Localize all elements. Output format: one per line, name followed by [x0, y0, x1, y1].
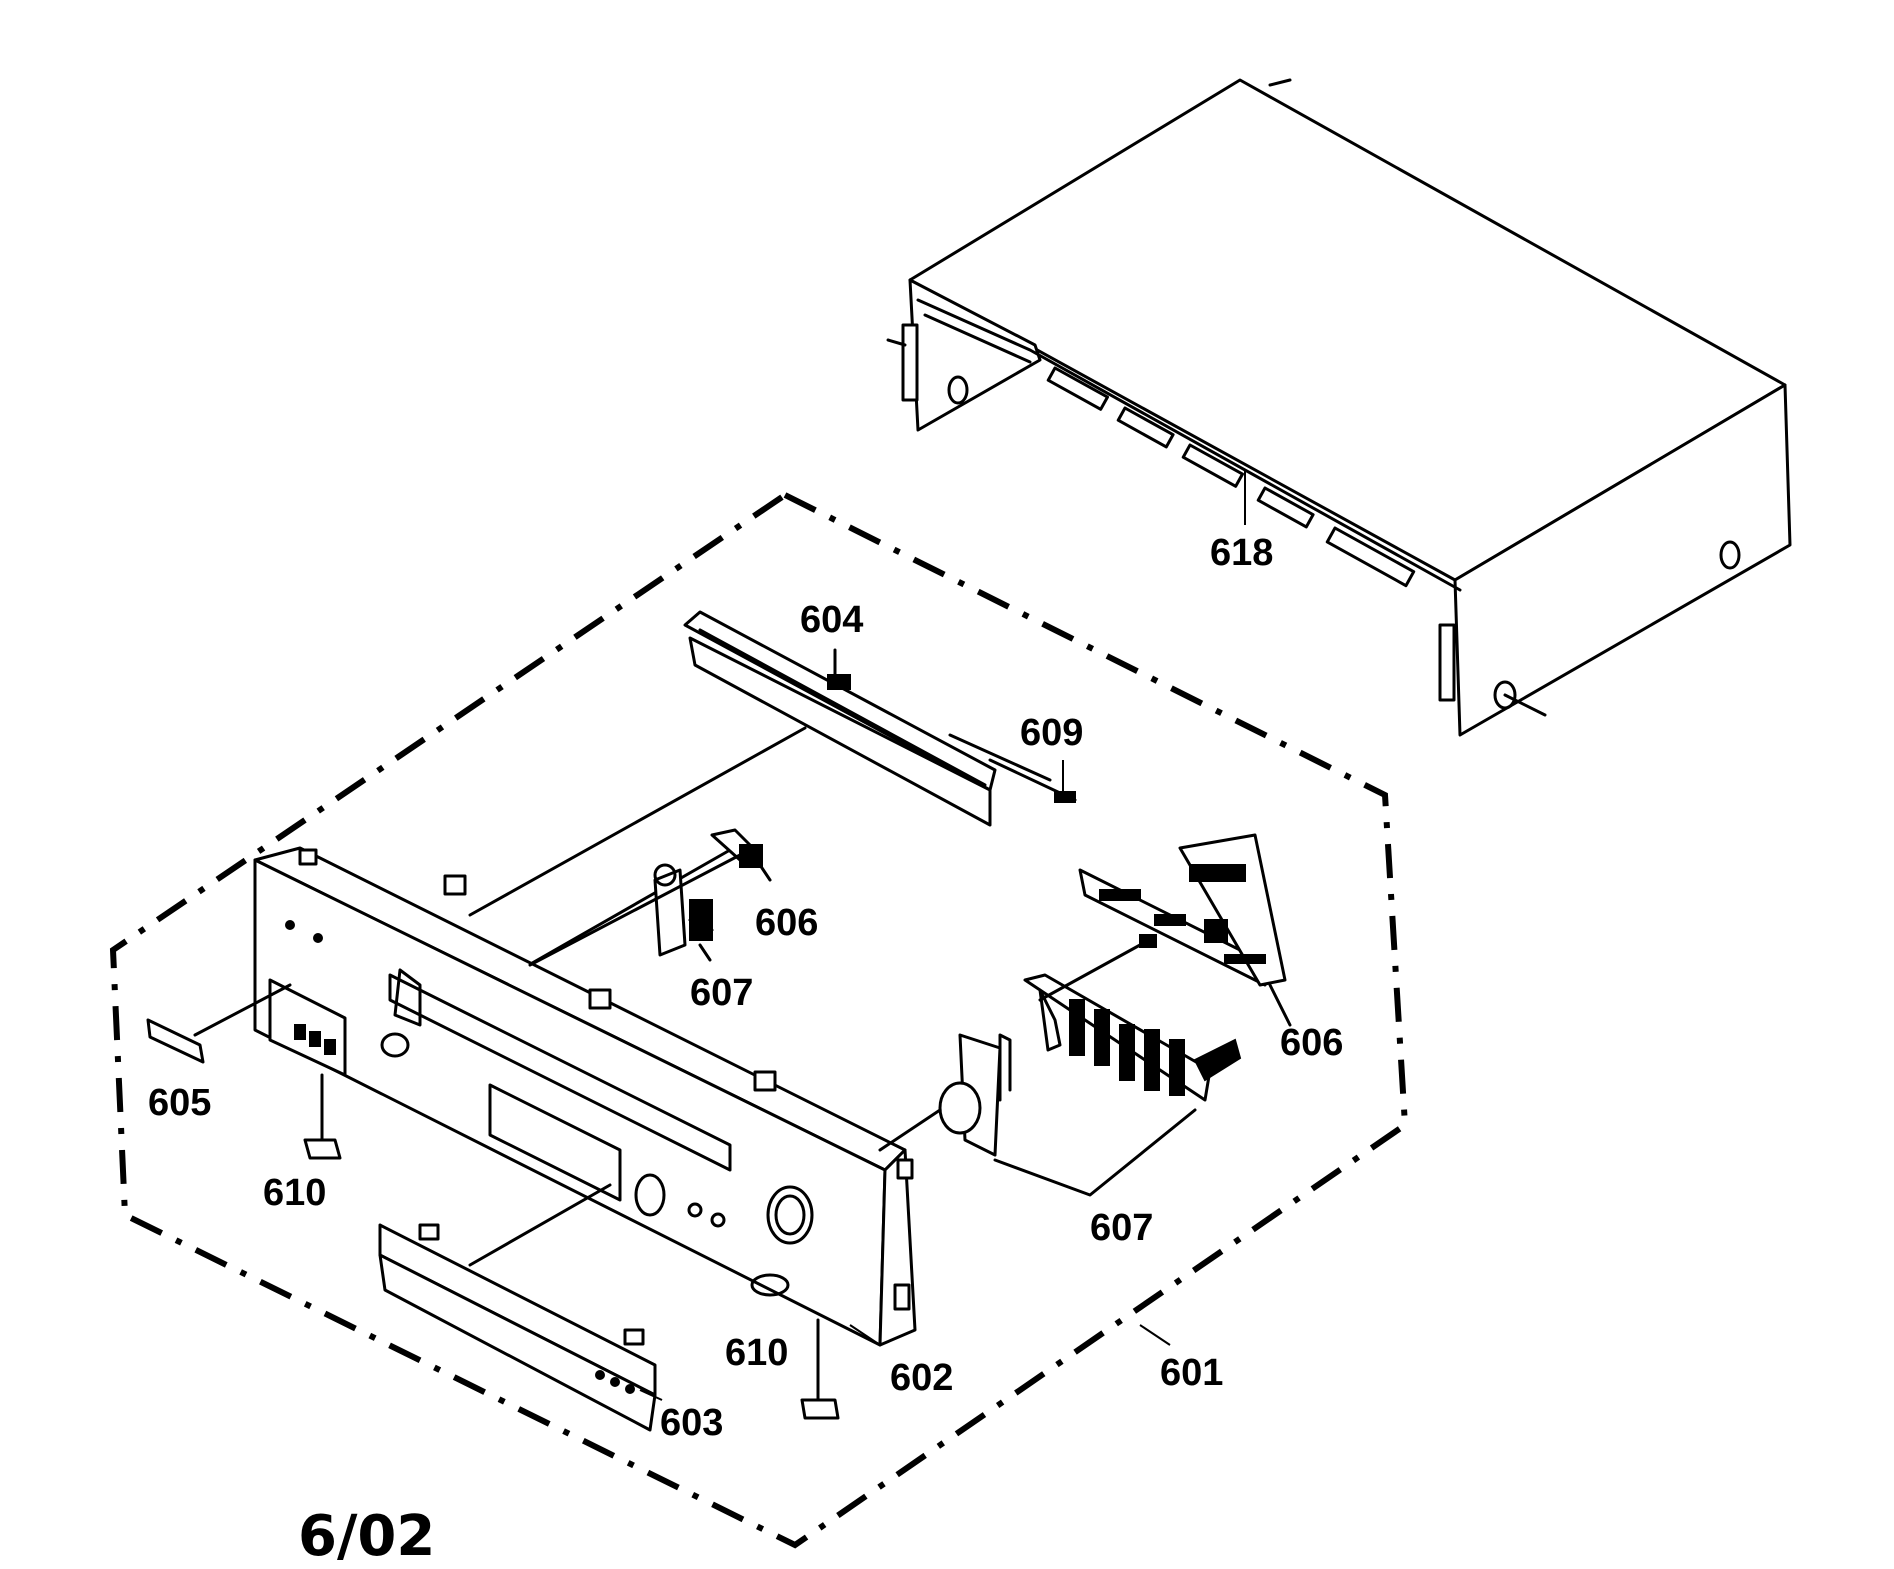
light-guide-609 [988, 758, 1077, 803]
callout-607-lower: 607 [1090, 1207, 1153, 1249]
callout-601: 601 [1160, 1352, 1223, 1394]
foot-610-left [303, 1073, 342, 1160]
callout-602: 602 [890, 1357, 953, 1399]
callout-605: 605 [148, 1082, 211, 1124]
date-code: 6/02 [298, 1504, 435, 1569]
switch-bracket-606-607-upper [528, 828, 772, 967]
callout-606-upper: 606 [755, 902, 818, 944]
callout-607-upper: 607 [690, 972, 753, 1014]
callout-labels: 618 604 609 606 607 606 605 610 607 610 … [148, 532, 1343, 1569]
foot-610-right [800, 1318, 840, 1420]
top-cabinet-618 [886, 78, 1792, 737]
callout-610-left: 610 [263, 1172, 326, 1214]
circuit-board-606-right [1078, 833, 1292, 1027]
switch-bracket-607-right [878, 934, 1242, 1197]
callout-603: 603 [660, 1402, 723, 1444]
front-assembly-boundary-601 [109, 491, 1409, 1549]
lens-605 [146, 983, 292, 1064]
front-panel-602 [253, 846, 917, 1347]
callout-609: 609 [1020, 712, 1083, 754]
callout-606-right: 606 [1280, 1022, 1343, 1064]
display-window-604 [683, 610, 1052, 827]
door-603 [378, 1183, 657, 1432]
callout-610-right: 610 [725, 1332, 788, 1374]
callout-604: 604 [800, 599, 863, 641]
callout-618: 618 [1210, 532, 1273, 574]
